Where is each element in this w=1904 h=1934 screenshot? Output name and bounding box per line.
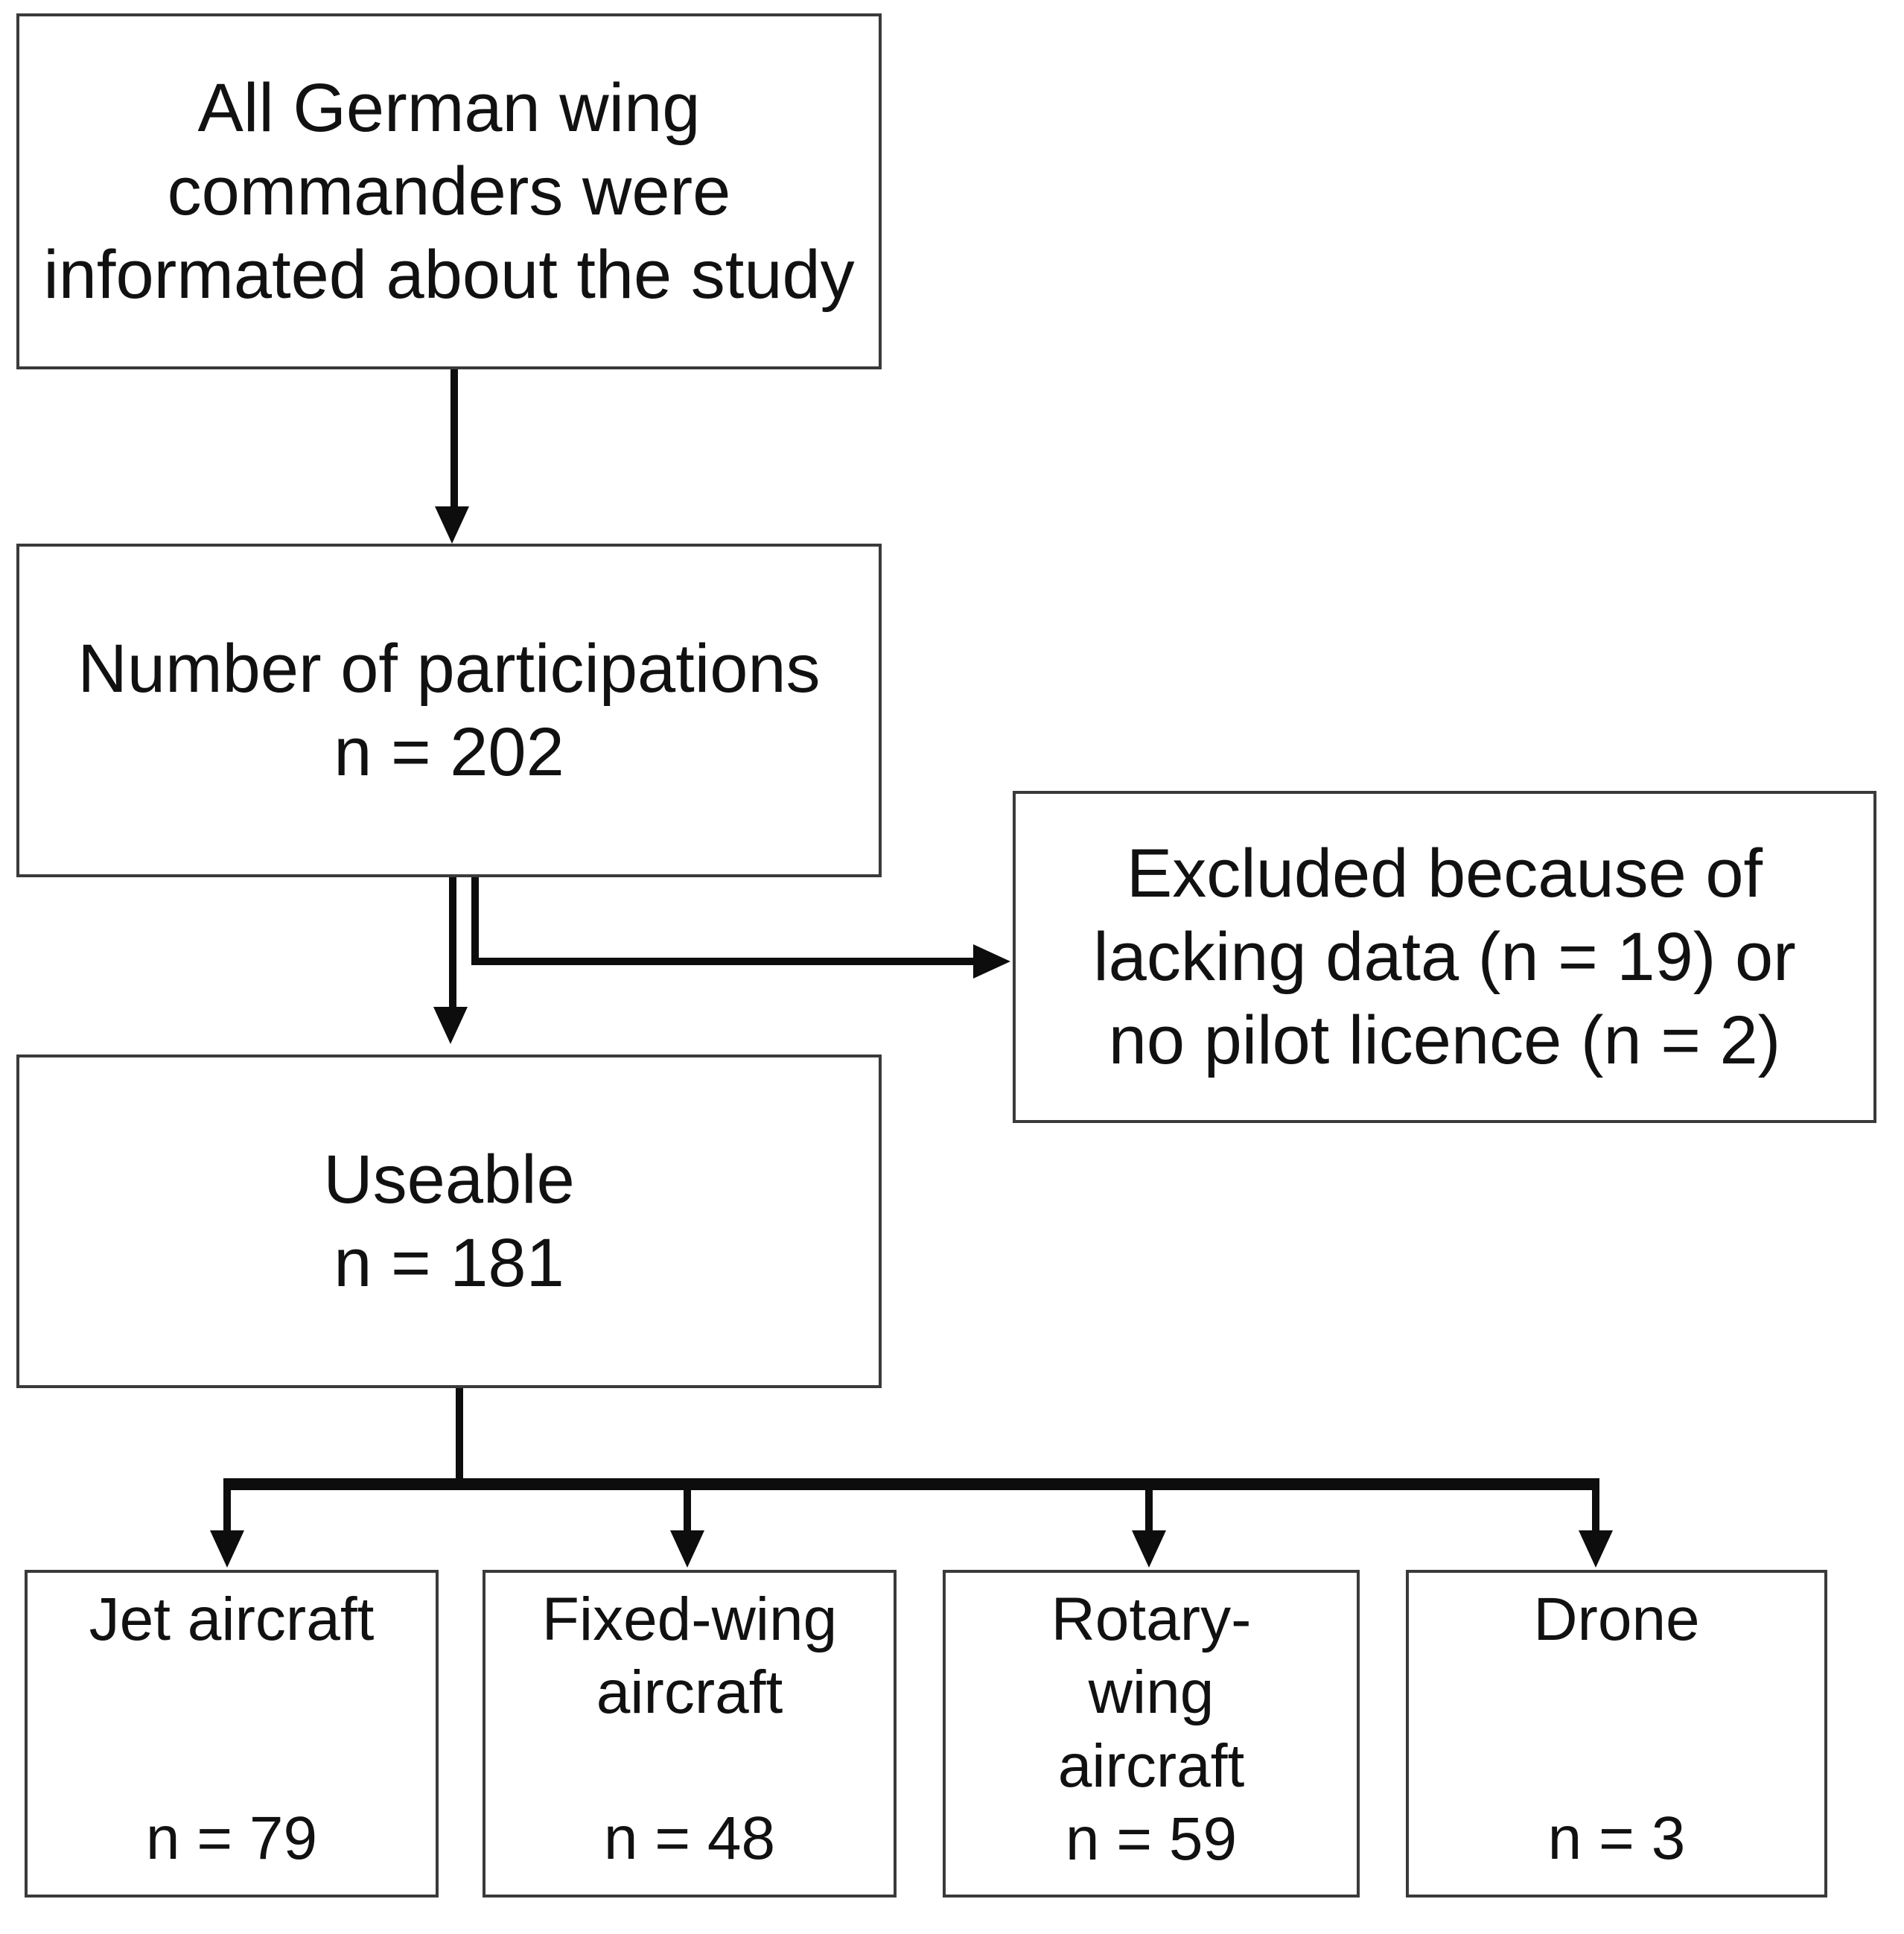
edge-participations-to-excluded-drop	[471, 877, 479, 965]
node-label: Number of participations	[77, 630, 821, 707]
edge-fanout-to-rotary-wing-drop	[1145, 1486, 1153, 1536]
edge-useable-to-fanout-trunk	[456, 1388, 463, 1483]
arrow-right-icon	[973, 944, 1010, 979]
node-label: All German wing commanders were informat…	[43, 69, 855, 314]
edge-participations-to-excluded-run	[471, 958, 978, 965]
node-count: n = 202	[334, 714, 564, 790]
node-label: Excluded because of lacking data (n = 19…	[1093, 835, 1796, 1079]
node-all-german-wing-commanders: All German wing commanders were informat…	[16, 13, 882, 369]
node-label: Fixed-wing aircraft	[541, 1585, 838, 1727]
node-label: Rotary- wing aircraft	[1051, 1585, 1252, 1800]
node-number-of-participations: Number of participations n = 202	[16, 544, 882, 877]
node-count: n = 48	[603, 1804, 776, 1872]
node-excluded-reasons: Excluded because of lacking data (n = 19…	[1013, 791, 1876, 1123]
edge-participations-to-useable-line	[449, 877, 456, 1011]
arrow-down-icon	[1579, 1530, 1613, 1568]
node-count: n = 3	[1547, 1804, 1686, 1872]
node-count: n = 181	[334, 1225, 564, 1301]
arrow-down-icon	[210, 1530, 244, 1568]
node-label: Drone	[1533, 1585, 1700, 1653]
node-drone: Drone n = 3	[1406, 1570, 1827, 1898]
node-useable: Useable n = 181	[16, 1055, 882, 1388]
node-fixed-wing-aircraft: Fixed-wing aircraft n = 48	[483, 1570, 897, 1898]
node-count: n = 79	[145, 1804, 318, 1872]
arrow-down-icon	[435, 506, 469, 544]
edge-fanout-to-drone-drop	[1592, 1486, 1599, 1536]
arrow-down-icon	[670, 1530, 704, 1568]
node-count: n = 59	[1065, 1805, 1238, 1874]
node-jet-aircraft: Jet aircraft n = 79	[25, 1570, 439, 1898]
fanout-horizontal-bar	[223, 1478, 1599, 1490]
edge-fanout-to-fixed-wing-drop	[684, 1486, 691, 1536]
edge-fanout-to-jet-drop	[223, 1486, 231, 1536]
edge-informed-to-participations-line	[450, 369, 458, 511]
arrow-down-icon	[1132, 1530, 1166, 1568]
node-label: Jet aircraft	[89, 1585, 375, 1653]
arrow-down-icon	[433, 1007, 468, 1044]
node-label: Useable	[323, 1141, 575, 1218]
node-rotary-wing-aircraft: Rotary- wing aircraft n = 59	[943, 1570, 1360, 1898]
